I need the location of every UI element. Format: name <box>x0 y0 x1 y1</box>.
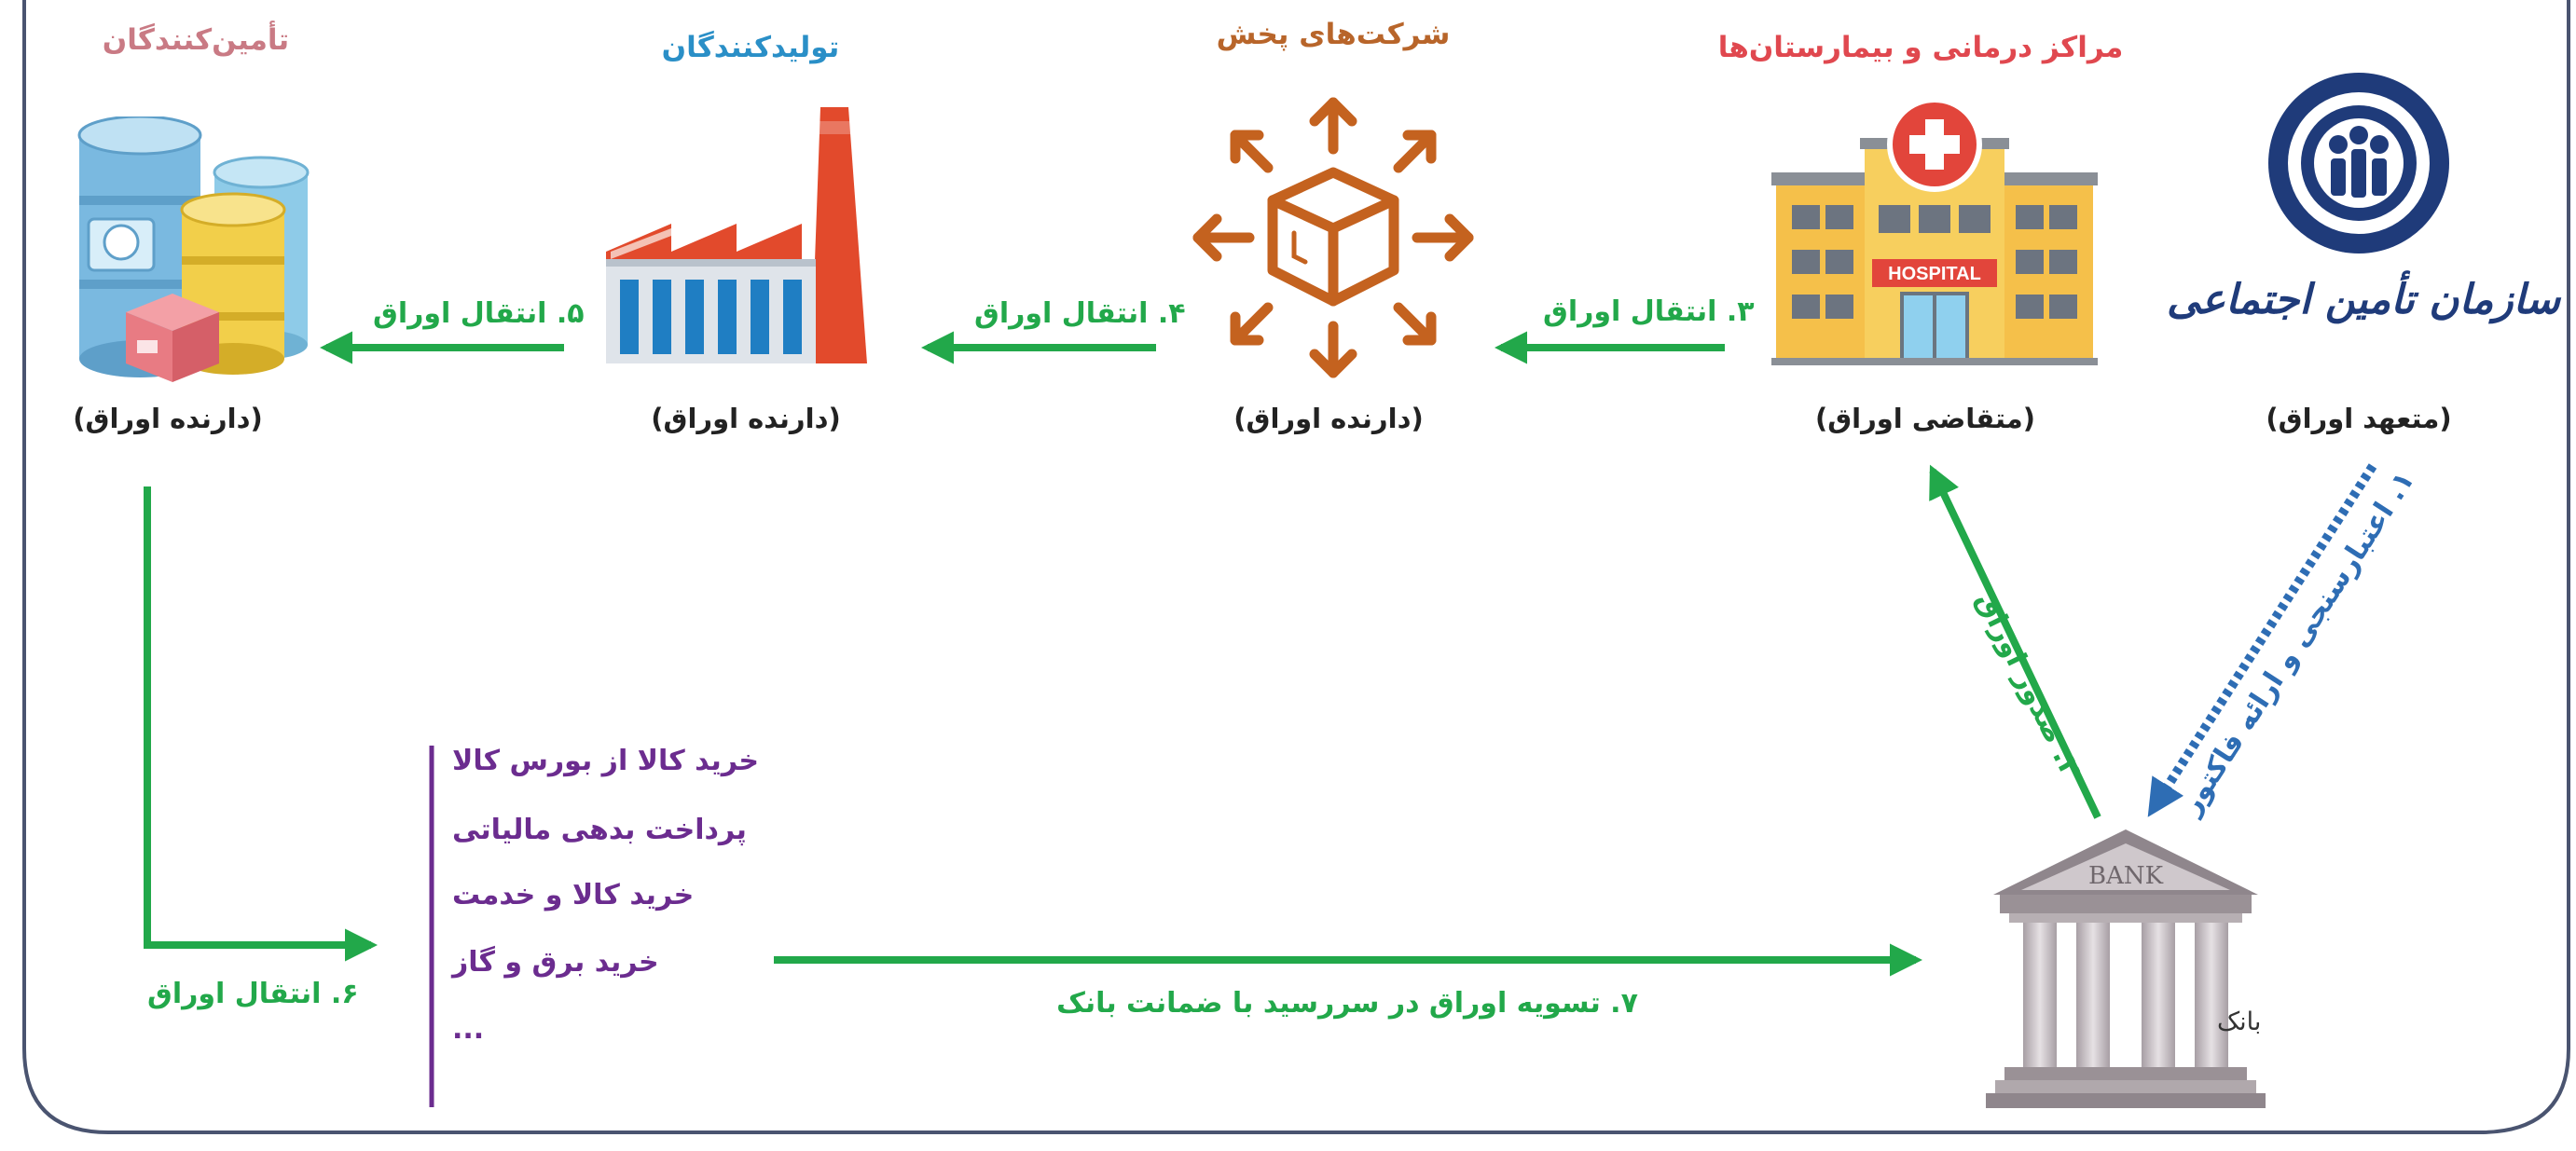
producers-holder: (دارنده اوراق) <box>651 403 841 434</box>
use-item-1: خرید کالا از بورس کالا <box>452 745 760 777</box>
producers-title: تولیدکنندگان <box>661 31 840 64</box>
hospitals-holder: (متقاضی اوراق) <box>1814 403 2036 434</box>
distribution-box-icon <box>1192 97 1474 378</box>
step-4-label: ۴. انتقال اوراق <box>974 297 1186 330</box>
distributors-title: شرکت‌های پخش <box>1216 18 1451 51</box>
step-6-label: ۶. انتقال اوراق <box>147 978 359 1010</box>
tamin-logo-icon <box>2268 73 2449 253</box>
distributors-holder: (دارنده اوراق) <box>1233 403 1424 434</box>
suppliers-holder: (دارنده اوراق) <box>73 403 263 434</box>
barrels-icon <box>77 116 310 382</box>
bank-sign: BANK <box>2088 862 2164 890</box>
outer-frame <box>22 0 2570 1134</box>
step-5-label: ۵. انتقال اوراق <box>373 297 585 330</box>
use-item-3: خرید کالا و خدمت <box>452 879 695 911</box>
step-3-label: ۳. انتقال اوراق <box>1543 295 1755 328</box>
arrow-step-1 <box>2147 463 2377 817</box>
tamin-holder: (متعهد اوراق) <box>2266 403 2452 434</box>
hospitals-title: مراکز درمانی و بیمارستان‌ها <box>1717 31 2124 64</box>
hospital-sign: HOSPITAL <box>1888 264 1981 284</box>
arrow-step-2 <box>1929 464 2101 819</box>
bank-icon: BANK <box>1986 829 2266 1108</box>
arrow-step-6 <box>144 486 379 962</box>
use-item-4: خرید برق و گاز <box>452 946 659 979</box>
tamin-logo-text: سازمان تأمین اجتماعی <box>2167 276 2560 323</box>
bank-label: بانک <box>2217 1007 2262 1036</box>
use-item-2: پرداخت بدهی مالیاتی <box>452 814 747 846</box>
use-item-5: ... <box>452 1013 485 1046</box>
hospital-icon: HOSPITAL <box>1771 97 2098 365</box>
factory-icon <box>606 107 867 363</box>
step-7-label: ۷. تسویه اوراق در سررسید با ضمانت بانک <box>1056 987 1638 1020</box>
suppliers-title: تأمین‌کنندگان <box>102 23 290 57</box>
